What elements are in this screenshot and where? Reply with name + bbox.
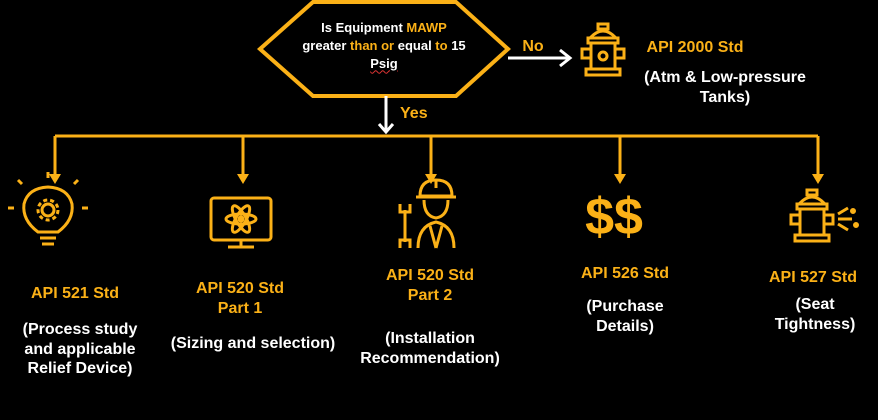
yes-arrow [377, 96, 395, 135]
branch-connectors [49, 136, 824, 184]
branch-5-title: API 527 Std [768, 269, 858, 286]
no-label: No [522, 38, 544, 55]
svg-text:$$: $$ [585, 188, 643, 246]
engineer-wrench-icon [398, 178, 456, 249]
dollar-signs-icon: $$ [585, 188, 643, 246]
yes-label: Yes [400, 105, 428, 122]
no-arrow [508, 48, 573, 68]
fire-hydrant-icon [580, 22, 626, 77]
decision-box [256, 0, 511, 98]
branch-4-title: API 526 Std [580, 265, 670, 282]
lightbulb-gear-icon [8, 172, 88, 246]
no-branch-title: API 2000 Std [646, 39, 744, 56]
monitor-atom-icon [209, 196, 273, 249]
decision-text: Is Equipment MAWP greater than or equal … [302, 20, 466, 72]
branch-1-title: API 521 Std [30, 285, 120, 302]
hydrant-spray-icon [789, 188, 859, 243]
branch-2-desc: (Sizing and selection) [170, 335, 336, 352]
